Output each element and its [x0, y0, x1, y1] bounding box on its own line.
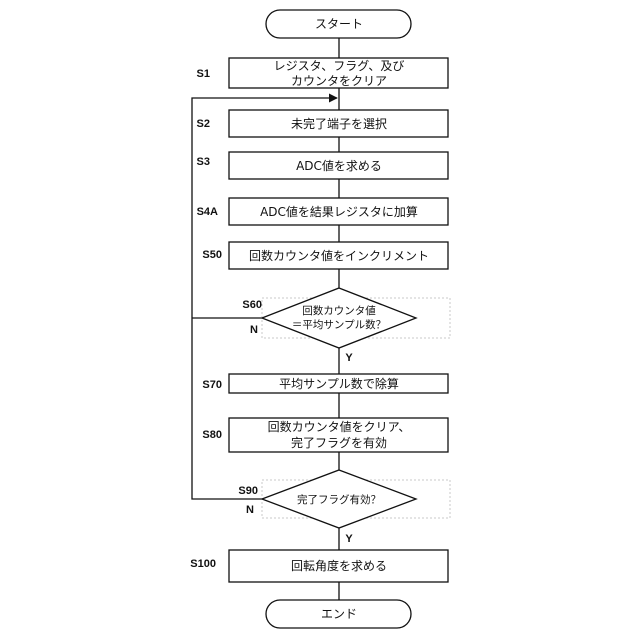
- decision-s60: 回数カウンタ値 ＝平均サンプル数？ S60 N Y: [242, 288, 450, 364]
- s60-text-2: ＝平均サンプル数？: [292, 318, 386, 331]
- s3-text: ADC値を求める: [296, 158, 382, 173]
- s60-yes-label: Y: [345, 352, 353, 364]
- step-s50: 回数カウンタ値をインクリメント S50: [202, 242, 448, 269]
- end-text: エンド: [321, 607, 357, 621]
- start-terminal: スタート: [266, 10, 411, 38]
- s4a-text: ADC値を結果レジスタに加算: [260, 204, 418, 219]
- s4a-label: S4A: [197, 206, 218, 218]
- s2-label: S2: [197, 118, 210, 130]
- s50-label: S50: [202, 249, 222, 261]
- step-s2: 未完了端子を選択 S2: [197, 110, 448, 137]
- s80-label: S80: [202, 429, 222, 441]
- step-s1: レジスタ、フラグ、及び カウンタをクリア S1: [197, 58, 448, 88]
- step-s3: ADC値を求める S3: [197, 152, 448, 179]
- step-s100: 回転角度を求める S100: [190, 550, 448, 582]
- start-text: スタート: [315, 17, 363, 31]
- s70-label: S70: [202, 379, 222, 391]
- s100-text: 回転角度を求める: [291, 558, 387, 573]
- s60-label: S60: [242, 299, 262, 311]
- s3-label: S3: [197, 156, 210, 168]
- s1-text-1: レジスタ、フラグ、及び: [274, 59, 405, 73]
- s100-label: S100: [190, 558, 216, 570]
- end-terminal: エンド: [266, 600, 411, 628]
- s90-label: S90: [238, 485, 258, 497]
- s1-text-2: カウンタをクリア: [291, 74, 387, 88]
- step-s80: 回数カウンタ値をクリア、 完了フラグを有効 S80: [202, 418, 448, 452]
- s2-text: 未完了端子を選択: [291, 116, 387, 131]
- s90-text: 完了フラグ有効？: [297, 493, 381, 506]
- s90-yes-label: Y: [345, 533, 353, 545]
- step-s4a: ADC値を結果レジスタに加算 S4A: [197, 198, 448, 225]
- s50-text: 回数カウンタ値をインクリメント: [249, 248, 429, 263]
- s1-label: S1: [197, 68, 210, 80]
- s70-text: 平均サンプル数で除算: [279, 376, 399, 391]
- s80-text-1: 回数カウンタ値をクリア、: [268, 419, 411, 434]
- s80-text-2: 完了フラグを有効: [291, 435, 387, 450]
- step-s70: 平均サンプル数で除算 S70: [202, 374, 448, 393]
- s60-text-1: 回数カウンタ値: [302, 304, 376, 317]
- s60-no-label: N: [250, 324, 258, 336]
- s90-no-label: N: [246, 504, 254, 516]
- decision-s90: 完了フラグ有効？ S90 N Y: [238, 470, 450, 545]
